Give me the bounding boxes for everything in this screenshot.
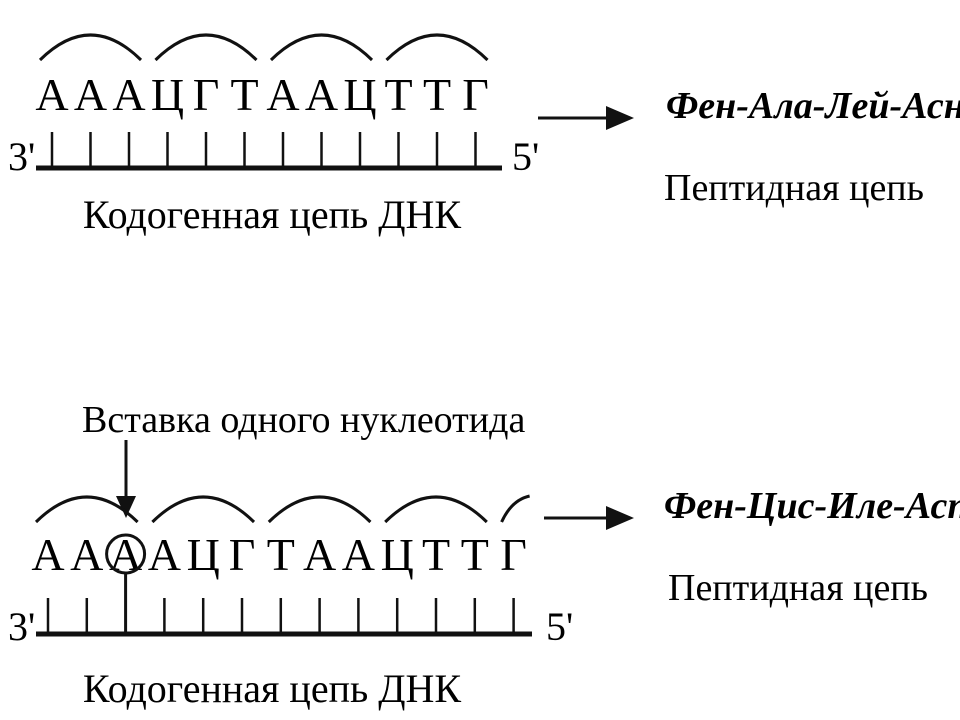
base-8: А xyxy=(305,69,338,120)
inserted-base-circle xyxy=(105,533,147,575)
base-9: Ц xyxy=(343,69,376,120)
base-6: Г xyxy=(229,529,256,580)
arrow-right-icon xyxy=(544,506,634,530)
codon-arc xyxy=(154,33,258,62)
base-1: А xyxy=(35,69,68,120)
strand-label: Кодогенная цепь ДНК xyxy=(83,192,461,237)
codon-arc xyxy=(267,495,372,524)
base-2: А xyxy=(74,69,107,120)
base-10: Ц xyxy=(381,529,414,580)
base-12: Т xyxy=(461,529,489,580)
base-5: Ц xyxy=(187,529,220,580)
peptide-caption: Пептидная цепь xyxy=(668,567,928,609)
codon-arc-partial xyxy=(500,494,530,523)
codon-arc xyxy=(151,495,256,524)
base-12: Г xyxy=(462,69,489,120)
base-10: Т xyxy=(384,69,412,120)
base-7: А xyxy=(266,69,299,120)
codon-arc xyxy=(38,33,143,62)
arrow-right-icon xyxy=(538,106,634,130)
codon-arc xyxy=(269,33,374,62)
base-5: Г xyxy=(193,69,220,120)
strand-end-5prime: 5' xyxy=(512,134,539,179)
strand-label: Кодогенная цепь ДНК xyxy=(83,666,461,711)
strand-end-3prime: 3' xyxy=(8,604,35,649)
strand-end-3prime: 3' xyxy=(8,134,35,179)
peptide-caption: Пептидная цепь xyxy=(664,167,924,209)
base-8: А xyxy=(303,529,336,580)
base-7: Т xyxy=(267,529,295,580)
strand-end-5prime: 5' xyxy=(546,604,573,649)
base-1: А xyxy=(31,529,64,580)
codon-arc xyxy=(385,33,489,62)
codon-arc xyxy=(34,495,139,524)
base-9: А xyxy=(342,529,375,580)
base-6: Т xyxy=(230,69,258,120)
base-4: Ц xyxy=(151,69,184,120)
codon-arcs xyxy=(34,494,530,524)
base-4: А xyxy=(148,529,181,580)
insertion-annotation: Вставка одного нуклеотида xyxy=(82,399,525,441)
codon-arcs xyxy=(38,33,489,62)
arrow-down-icon xyxy=(116,440,136,518)
peptide-sequence: Фен-Цис-Иле-Асп xyxy=(664,485,960,527)
base-13: Г xyxy=(500,529,527,580)
base-3: А xyxy=(112,69,145,120)
dna-strand xyxy=(36,574,532,637)
codon-arc xyxy=(384,495,488,524)
base-2: А xyxy=(70,529,103,580)
base-11: Т xyxy=(422,529,450,580)
base-11: Т xyxy=(423,69,451,120)
dna-strand xyxy=(36,132,502,171)
peptide-sequence: Фен-Ала-Лей-Асн xyxy=(666,85,960,127)
